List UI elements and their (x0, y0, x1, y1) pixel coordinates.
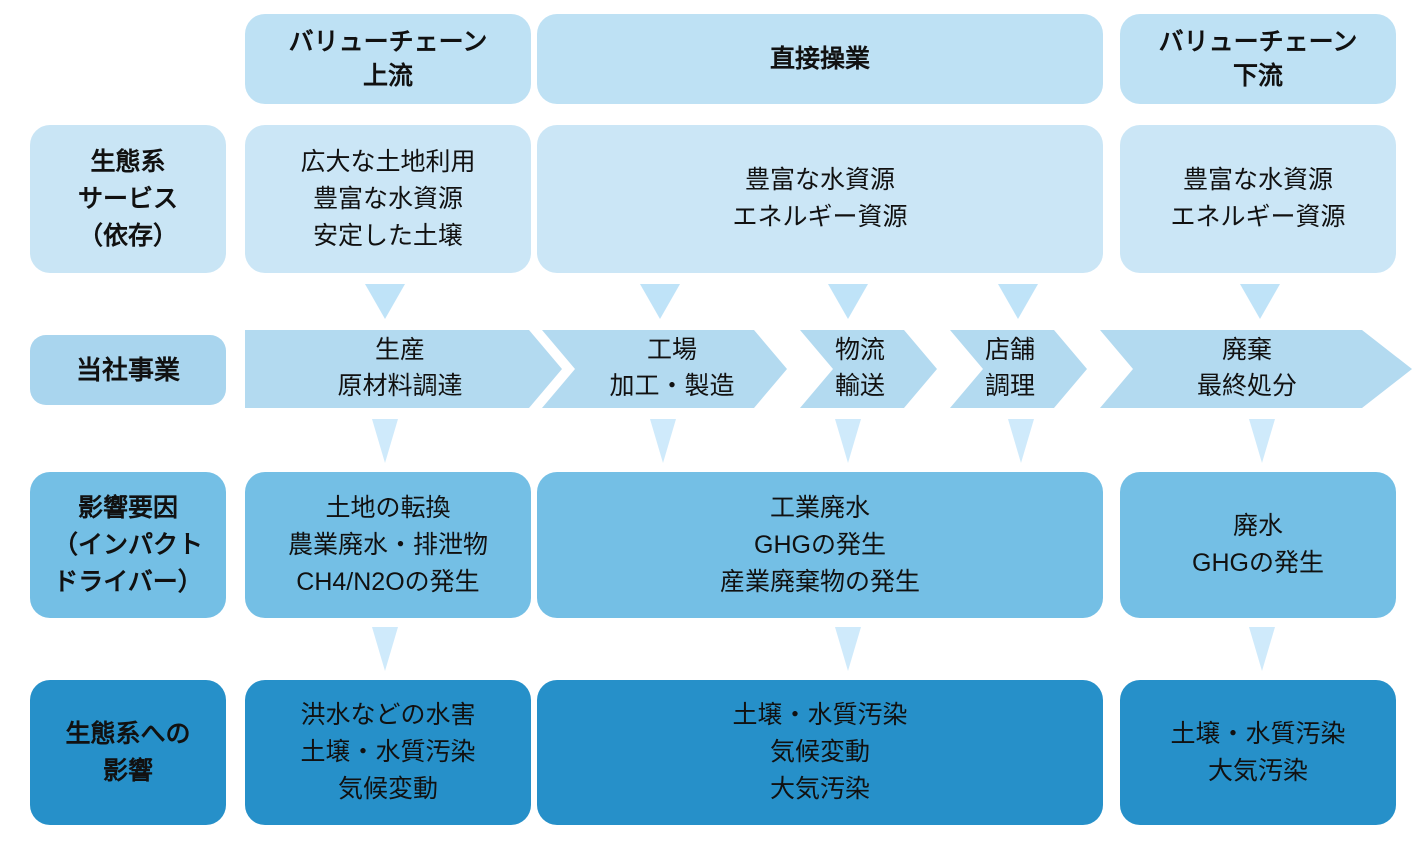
chevron-segment-disposal (1100, 330, 1412, 408)
down-arrow-icon (835, 627, 861, 671)
cell-impact-drivers-upstream: 土地の転換 農業廃水・排泄物 CH4/N2Oの発生 (245, 472, 531, 618)
cell-ecosystem-impact-direct: 土壌・水質汚染 気候変動 大気汚染 (537, 680, 1103, 825)
step-disposal: 廃棄 最終処分 (1196, 336, 1298, 400)
step-store: 店舗 調理 (984, 336, 1036, 400)
chevron-segment-logistics (800, 330, 937, 408)
down-arrow-icon (372, 627, 398, 671)
down-arrow-icon (650, 419, 676, 463)
process-chevron-band (245, 330, 1412, 408)
chevron-segment-factory (542, 330, 787, 408)
down-arrow-icon (835, 419, 861, 463)
header-value-chain-upstream: バリューチェーン 上流 (245, 14, 531, 104)
down-arrow-icon (1249, 419, 1275, 463)
step-logistics: 物流 輸送 (834, 336, 886, 400)
down-arrow-icon (998, 284, 1038, 319)
chevron-segment-production (245, 330, 562, 408)
row-label-ecosystem-impact: 生態系への 影響 (30, 680, 226, 825)
step-production: 生産 原材料調達 (337, 336, 463, 400)
cell-ecosystem-impact-upstream: 洪水などの水害 土壌・水質汚染 気候変動 (245, 680, 531, 825)
down-arrow-icon (1008, 419, 1034, 463)
down-arrow-icon (372, 419, 398, 463)
step-factory: 工場 加工・製造 (609, 336, 735, 400)
down-arrow-icon (640, 284, 680, 319)
cell-ecosystem-services-direct: 豊富な水資源 エネルギー資源 (537, 125, 1103, 273)
cell-impact-drivers-downstream: 廃水 GHGの発生 (1120, 472, 1396, 618)
cell-ecosystem-services-downstream: 豊富な水資源 エネルギー資源 (1120, 125, 1396, 273)
chevron-segment-store (950, 330, 1087, 408)
header-direct-operations: 直接操業 (537, 14, 1103, 104)
down-arrow-icon (1240, 284, 1280, 319)
row-label-ecosystem-services: 生態系 サービス （依存） (30, 125, 226, 273)
down-arrow-icon (1249, 627, 1275, 671)
row-label-business: 当社事業 (30, 335, 226, 405)
cell-ecosystem-services-upstream: 広大な土地利用 豊富な水資源 安定した土壌 (245, 125, 531, 273)
row-label-impact-drivers: 影響要因 （インパクト ドライバー） (30, 472, 226, 618)
down-arrow-icon (365, 284, 405, 319)
down-arrow-icon (828, 284, 868, 319)
cell-impact-drivers-direct: 工業廃水 GHGの発生 産業廃棄物の発生 (537, 472, 1103, 618)
header-value-chain-downstream: バリューチェーン 下流 (1120, 14, 1396, 104)
cell-ecosystem-impact-downstream: 土壌・水質汚染 大気汚染 (1120, 680, 1396, 825)
